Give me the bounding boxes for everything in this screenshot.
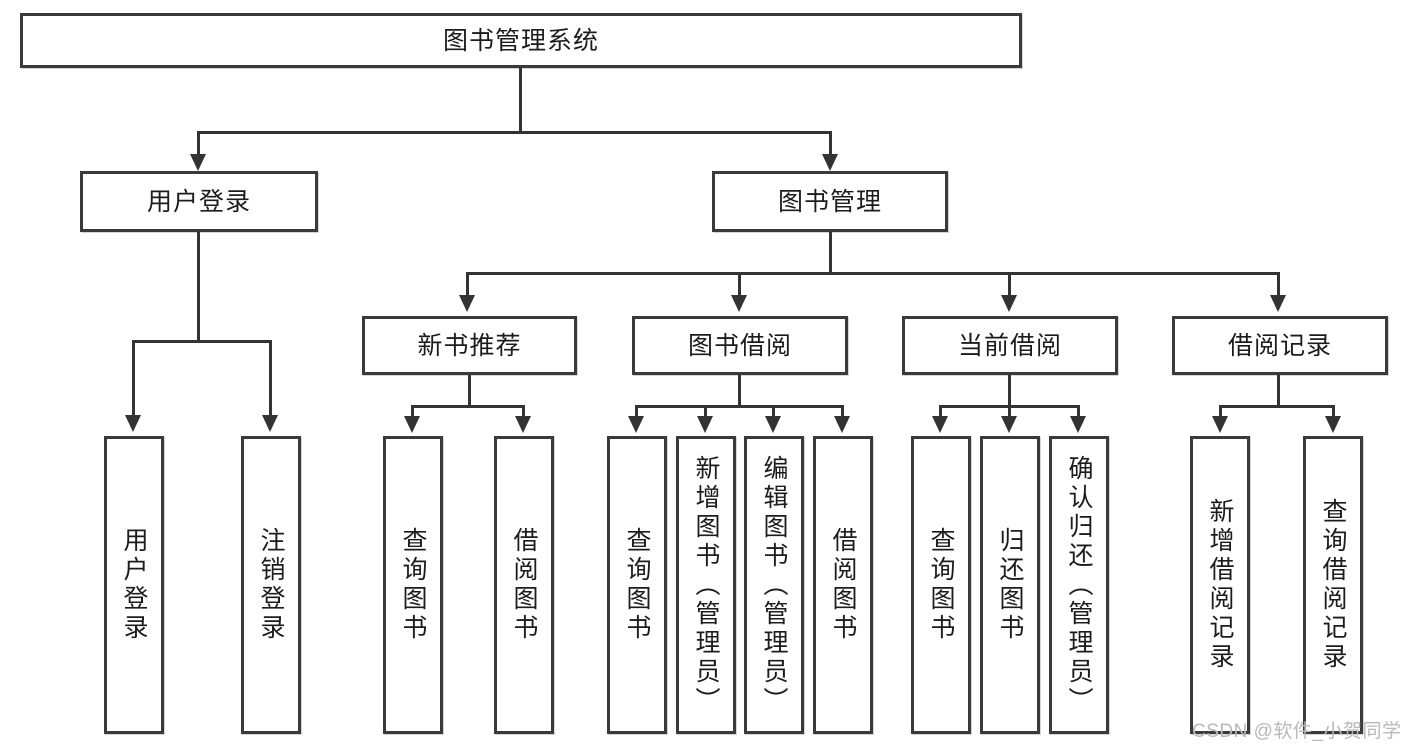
arrow-br-to-leaf-2 [1325, 416, 1341, 433]
leaf-label: 借阅图书 [510, 527, 538, 643]
leaf-label: 归还图书 [996, 527, 1024, 643]
arrow-bm-to-book-borrow [731, 295, 747, 312]
arrow-bb-to-leaf-1 [628, 416, 644, 433]
edge-new-book-bus [411, 405, 525, 408]
edge-bb-to-leaf-1 [635, 405, 638, 418]
edge-root-bus [197, 131, 831, 134]
edge-user-login-to-leaf-2 [269, 340, 272, 417]
leaf-label: 新增图书（管理员） [692, 454, 720, 716]
edge-borrow-record-bus [1219, 405, 1335, 408]
arrow-cb-to-leaf-1 [932, 416, 948, 433]
edge-book-management-stem [829, 232, 832, 274]
edge-cb-to-leaf-3 [1077, 405, 1080, 418]
leaf-label: 查询图书 [623, 527, 651, 643]
arrow-br-to-leaf-1 [1212, 416, 1228, 433]
arrow-bm-to-current-borrow [1001, 295, 1017, 312]
edge-cb-to-leaf-1 [939, 405, 942, 418]
arrow-bm-to-new-book [459, 295, 475, 312]
edge-bm-to-borrow-record [1277, 272, 1280, 297]
edge-bb-to-leaf-4 [841, 405, 844, 418]
leaf-label: 用户登录 [120, 527, 148, 643]
leaf-current-borrow-query[interactable]: 查询图书 [911, 436, 971, 734]
arrow-bb-to-leaf-2 [697, 416, 713, 433]
edge-user-login-stem [197, 232, 200, 342]
edge-user-login-to-leaf-1 [132, 340, 135, 417]
arrow-cb-to-leaf-2 [1001, 416, 1017, 433]
edge-br-to-leaf-1 [1219, 405, 1222, 418]
node-label: 当前借阅 [957, 331, 1062, 360]
edge-bb-to-leaf-3 [772, 405, 775, 418]
leaf-label: 新增借阅记录 [1206, 498, 1234, 672]
arrow-root-to-book-management [822, 154, 838, 171]
edge-bm-to-current-borrow [1008, 272, 1011, 297]
node-root-book-management-system[interactable]: 图书管理系统 [20, 13, 1022, 68]
edge-root-stem [519, 68, 522, 131]
leaf-book-borrow-edit[interactable]: 编辑图书（管理员） [744, 436, 804, 734]
arrow-bb-to-leaf-4 [834, 416, 850, 433]
node-new-book-recommend[interactable]: 新书推荐 [362, 316, 577, 375]
node-book-borrow[interactable]: 图书借阅 [632, 316, 848, 375]
edge-current-borrow-stem [1008, 375, 1011, 407]
arrow-nb-to-leaf-2 [515, 416, 531, 433]
edge-book-borrow-stem [738, 375, 741, 407]
leaf-label: 编辑图书（管理员） [760, 454, 788, 716]
edge-nb-to-leaf-1 [411, 405, 414, 418]
node-label: 借阅记录 [1227, 331, 1332, 360]
leaf-label: 注销登录 [257, 527, 285, 643]
edge-bm-to-book-borrow [738, 272, 741, 297]
edge-bm-to-new-book [466, 272, 469, 297]
edge-bb-to-leaf-2 [704, 405, 707, 418]
edge-br-to-leaf-2 [1332, 405, 1335, 418]
edge-book-management-bus [466, 272, 1280, 275]
leaf-current-borrow-confirm[interactable]: 确认归还（管理员） [1049, 436, 1109, 734]
node-borrow-record[interactable]: 借阅记录 [1172, 316, 1388, 375]
node-current-borrow[interactable]: 当前借阅 [902, 316, 1118, 375]
leaf-label: 查询图书 [399, 527, 427, 643]
edge-new-book-stem [468, 375, 471, 407]
edge-root-to-book-management [829, 131, 832, 156]
node-label: 图书借阅 [687, 331, 792, 360]
arrow-root-to-user-login [190, 154, 206, 171]
arrow-bm-to-borrow-record [1270, 295, 1286, 312]
edge-nb-to-leaf-2 [522, 405, 525, 418]
leaf-label: 查询图书 [927, 527, 955, 643]
leaf-book-borrow-query[interactable]: 查询图书 [607, 436, 667, 734]
edge-root-to-user-login [197, 131, 200, 156]
arrow-user-login-to-leaf-2 [262, 415, 278, 432]
leaf-book-borrow-add[interactable]: 新增图书（管理员） [676, 436, 736, 734]
leaf-new-book-borrow[interactable]: 借阅图书 [494, 436, 554, 734]
edge-borrow-record-stem [1277, 375, 1280, 407]
arrow-cb-to-leaf-3 [1070, 416, 1086, 433]
leaf-label: 查询借阅记录 [1319, 498, 1347, 672]
leaf-new-book-query[interactable]: 查询图书 [383, 436, 443, 734]
leaf-borrow-record-add[interactable]: 新增借阅记录 [1190, 436, 1250, 734]
arrow-bb-to-leaf-3 [765, 416, 781, 433]
leaf-book-borrow-borrow[interactable]: 借阅图书 [813, 436, 873, 734]
node-user-login[interactable]: 用户登录 [80, 171, 318, 232]
leaf-current-borrow-return[interactable]: 归还图书 [980, 436, 1040, 734]
edge-user-login-bus [132, 340, 270, 343]
node-label: 用户登录 [146, 187, 251, 216]
leaf-user-login-logout[interactable]: 注销登录 [241, 436, 301, 734]
node-label: 新书推荐 [417, 331, 522, 360]
edge-book-borrow-bus [635, 405, 844, 408]
node-label: 图书管理 [777, 187, 882, 216]
leaf-label: 确认归还（管理员） [1065, 454, 1093, 716]
node-book-management[interactable]: 图书管理 [712, 171, 948, 232]
leaf-borrow-record-query[interactable]: 查询借阅记录 [1303, 436, 1363, 734]
node-label: 图书管理系统 [442, 26, 599, 55]
csdn-watermark: CSDN @软件_小贺同学 [1192, 721, 1402, 742]
arrow-user-login-to-leaf-1 [125, 415, 141, 432]
edge-cb-to-leaf-2 [1008, 405, 1011, 418]
arrow-nb-to-leaf-1 [404, 416, 420, 433]
leaf-user-login-login[interactable]: 用户登录 [104, 436, 164, 734]
leaf-label: 借阅图书 [829, 527, 857, 643]
